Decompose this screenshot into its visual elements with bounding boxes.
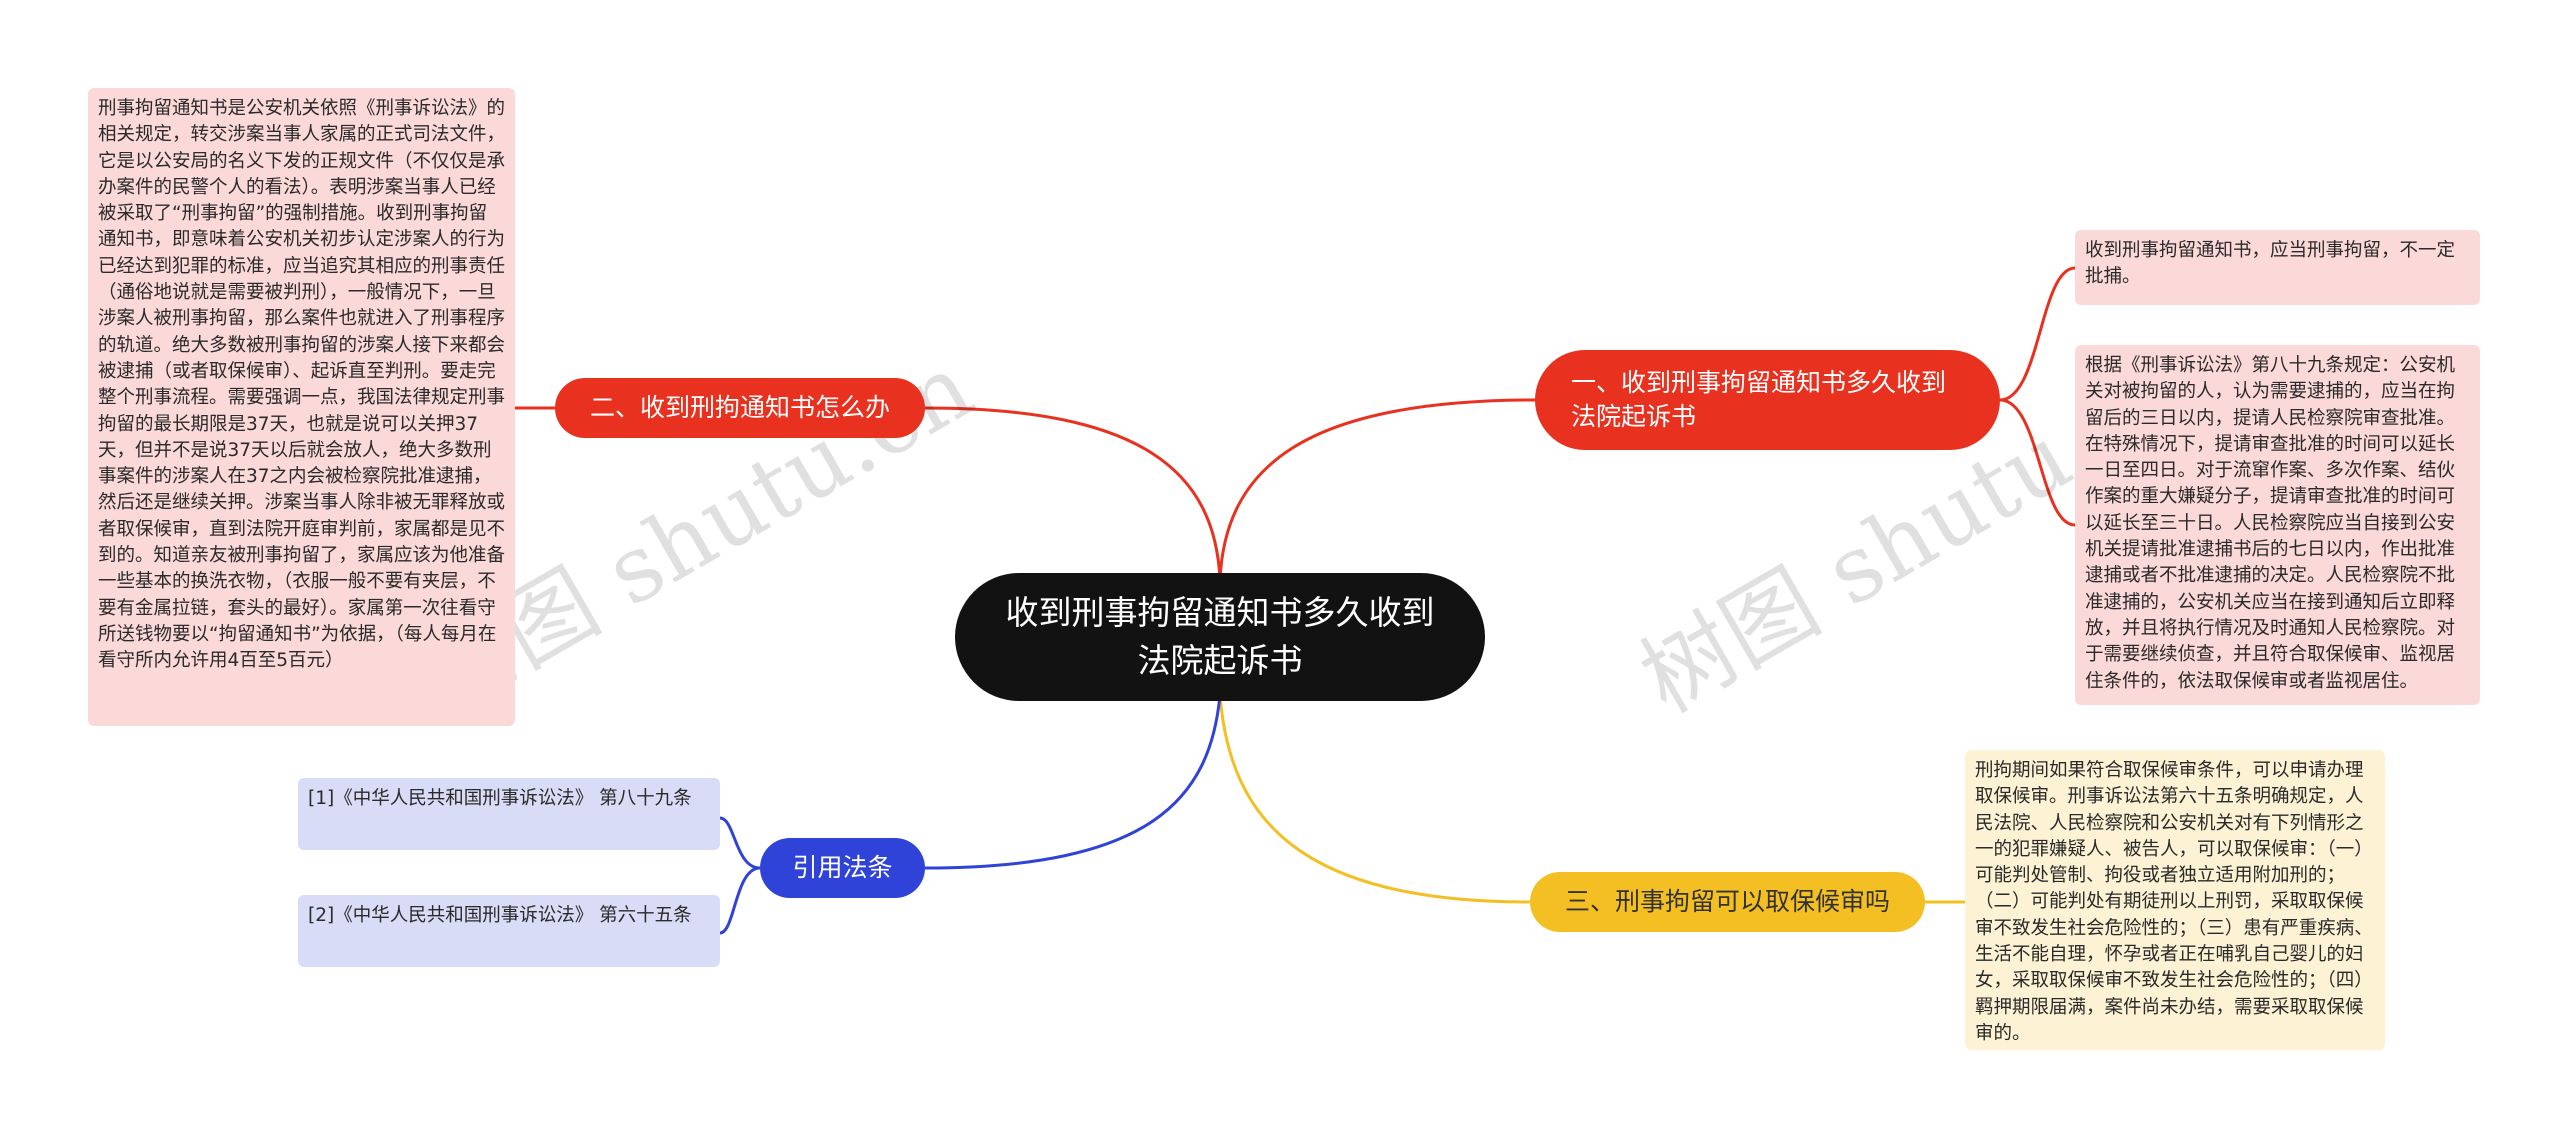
note-b3-1[interactable]: 刑拘期间如果符合取保候审条件，可以申请办理取保候审。刑事诉讼法第六十五条明确规定… (1965, 750, 2385, 1050)
edge-root-b1 (1218, 398, 1536, 581)
edge-b4-n2 (719, 866, 761, 935)
branch-topic-4[interactable]: 引用法条 (760, 838, 925, 898)
note-b2-1[interactable]: 刑事拘留通知书是公安机关依照《刑事诉讼法》的相关规定，转交涉案当事人家属的正式司… (88, 88, 515, 726)
note-b1-1[interactable]: 收到刑事拘留通知书，应当刑事拘留，不一定批捕。 (2075, 230, 2480, 305)
edge-root-b4 (924, 694, 1222, 870)
root-topic[interactable]: 收到刑事拘留通知书多久收到法院起诉书 (955, 573, 1485, 701)
branch-topic-3[interactable]: 三、刑事拘留可以取保候审吗 (1530, 872, 1925, 932)
note-b4-2[interactable]: [2]《中华人民共和国刑事诉讼法》 第六十五条 (298, 895, 720, 967)
edge-b1-n1 (1999, 266, 2076, 402)
edge-b4-n1 (719, 816, 761, 870)
branch-topic-2[interactable]: 二、收到刑拘通知书怎么办 (555, 378, 925, 438)
branch-topic-1[interactable]: 一、收到刑事拘留通知书多久收到法院起诉书 (1535, 350, 2000, 450)
edge-root-b3 (1218, 694, 1531, 904)
edge-b1-n2 (1999, 398, 2076, 527)
note-b4-1[interactable]: [1]《中华人民共和国刑事诉讼法》 第八十九条 (298, 778, 720, 850)
edge-root-b2 (924, 406, 1222, 581)
note-b1-2[interactable]: 根据《刑事诉讼法》第八十九条规定：公安机关对被拘留的人，认为需要逮捕的，应当在拘… (2075, 345, 2480, 705)
